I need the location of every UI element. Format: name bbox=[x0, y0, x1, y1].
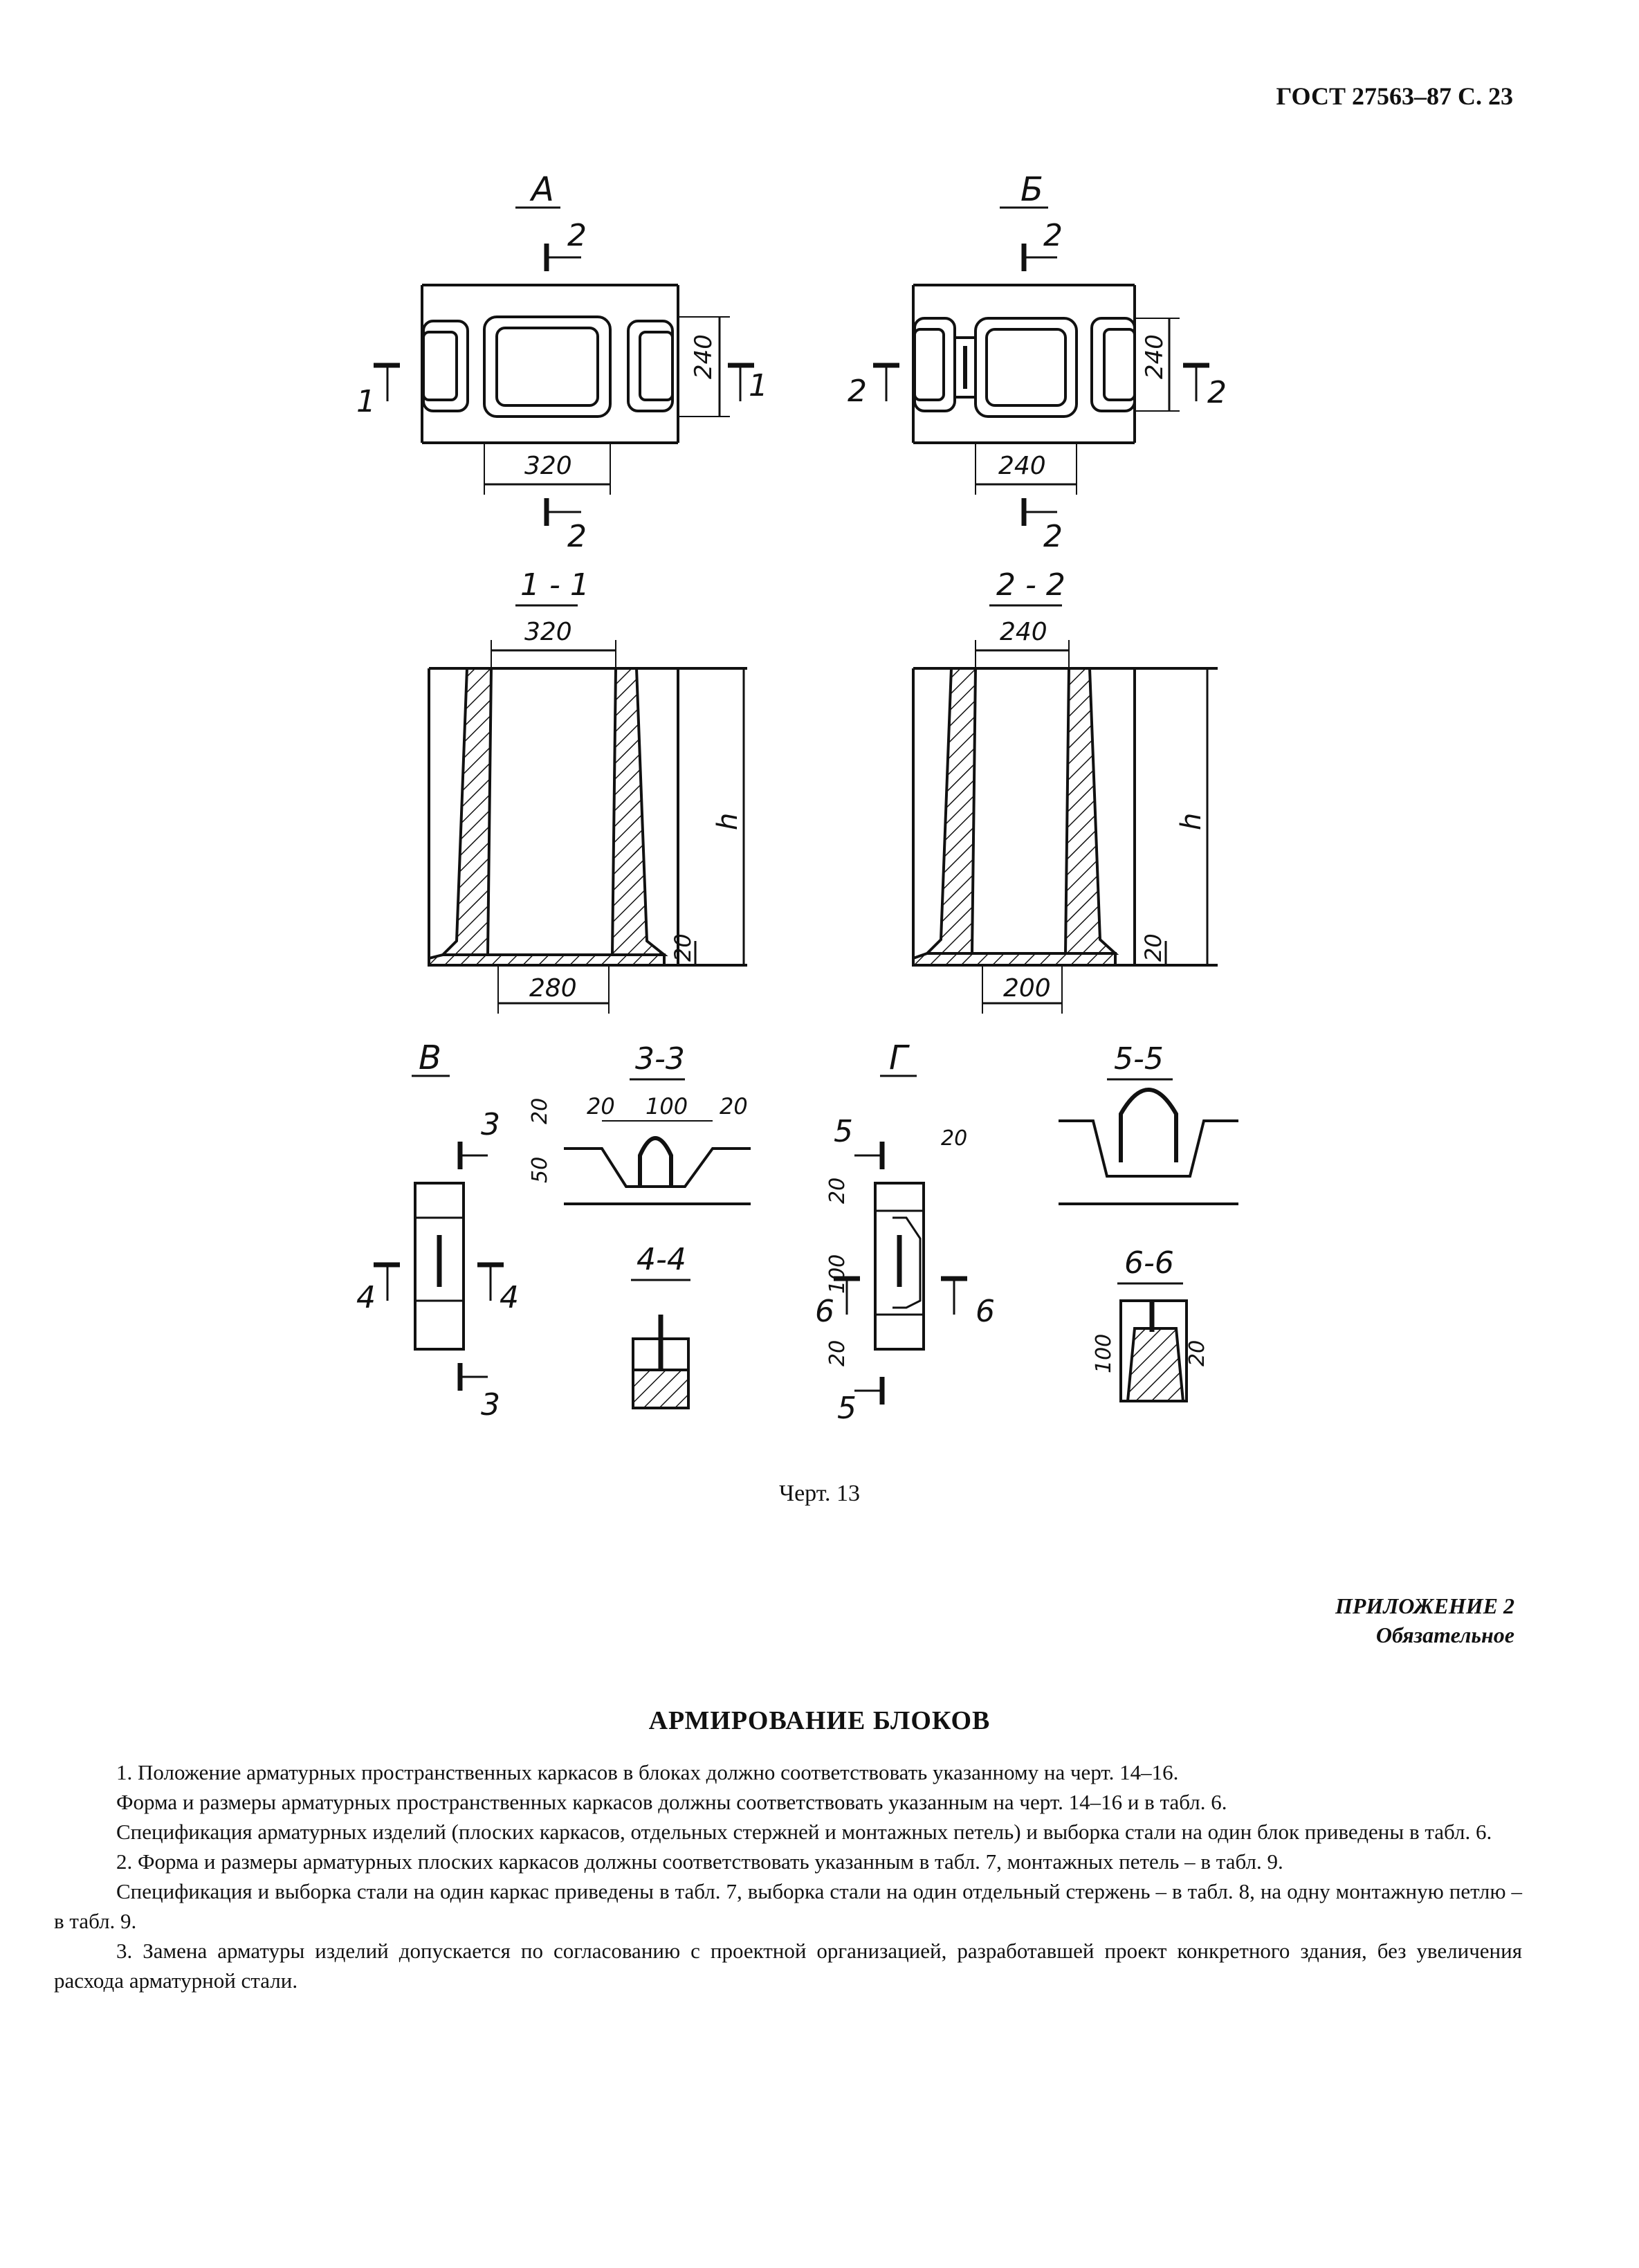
paragraph: Спецификация арматурных изделий (плоских… bbox=[116, 1820, 1492, 1844]
section-2-2-dim-top: 240 bbox=[1000, 618, 1047, 646]
section-2-2-dim-20: 20 bbox=[1140, 933, 1166, 962]
section-3-3-d50: 50 bbox=[528, 1157, 552, 1183]
view-a-plan bbox=[374, 244, 754, 526]
paragraph: 1. Положение арматурных пространственных… bbox=[116, 1760, 1179, 1784]
view-g-cut5-top: 5 bbox=[834, 1114, 853, 1149]
section-6-6-d100: 100 bbox=[1092, 1334, 1116, 1373]
view-b-dim-height: 240 bbox=[1141, 334, 1169, 379]
view-b-title: Б bbox=[1020, 170, 1043, 209]
section-1-1-title: 1 - 1 bbox=[520, 567, 589, 603]
view-a-dim-width: 320 bbox=[524, 452, 572, 480]
paragraph: Спецификация и выборка стали на один кар… bbox=[54, 1879, 1522, 1933]
view-g-d20h: 20 bbox=[941, 1126, 967, 1151]
section-title: АРМИРОВАНИЕ БЛОКОВ bbox=[648, 1706, 991, 1735]
figure-caption: Черт. 13 bbox=[778, 1481, 861, 1506]
view-b-cut-left: 2 bbox=[848, 374, 867, 409]
section-5-5-title: 5-5 bbox=[1114, 1041, 1164, 1077]
view-v bbox=[374, 1142, 504, 1391]
section-2-2-title: 2 - 2 bbox=[996, 567, 1065, 603]
view-v-title: В bbox=[419, 1039, 441, 1077]
view-b-dim-width: 240 bbox=[998, 452, 1046, 480]
section-1-1-dim-bottom: 280 bbox=[529, 974, 577, 1003]
section-6-6-d20: 20 bbox=[1185, 1340, 1209, 1366]
technical-drawing: А 2 2 1 1 320 240 Б 2 2 2 2 240 240 1 - … bbox=[356, 170, 1238, 1426]
page-header: ГОСТ 27563–87 С. 23 bbox=[1276, 82, 1513, 110]
paragraph: Форма и размеры арматурных пространствен… bbox=[116, 1790, 1227, 1814]
section-2-2 bbox=[912, 640, 1218, 1014]
section-3-3-d20b: 20 bbox=[720, 1093, 748, 1119]
body-text: 1. Положение арматурных пространственных… bbox=[54, 1757, 1522, 1995]
section-1-1-dim-20: 20 bbox=[670, 933, 696, 962]
view-b-cut-right: 2 bbox=[1207, 375, 1227, 410]
view-b-plan bbox=[873, 244, 1209, 526]
view-g-d100: 100 bbox=[825, 1254, 850, 1294]
view-v-cut3-top: 3 bbox=[481, 1107, 500, 1142]
view-g-d20a: 20 bbox=[825, 1178, 850, 1204]
section-3-3-title: 3-3 bbox=[635, 1041, 685, 1077]
view-g-cut6-left: 6 bbox=[815, 1294, 834, 1329]
section-3-3-d100: 100 bbox=[645, 1093, 688, 1119]
section-2-2-dim-h: h bbox=[1175, 813, 1207, 830]
view-a-cut2-top: 2 bbox=[567, 218, 587, 253]
view-a-cut2-bottom: 2 bbox=[567, 519, 587, 554]
appendix-status: Обязательное bbox=[1375, 1622, 1514, 1647]
paragraph: 2. Форма и размеры арматурных плоских ка… bbox=[116, 1849, 1283, 1874]
section-1-1 bbox=[428, 640, 747, 1014]
view-g-cut5-bottom: 5 bbox=[837, 1391, 857, 1426]
view-g-d20b: 20 bbox=[825, 1340, 850, 1366]
view-g-title: Г bbox=[889, 1039, 910, 1077]
section-1-1-dim-h: h bbox=[712, 813, 744, 830]
section-2-2-dim-bottom: 200 bbox=[1003, 974, 1051, 1003]
section-4-4-title: 4-4 bbox=[637, 1242, 686, 1277]
appendix-title: ПРИЛОЖЕНИЕ 2 bbox=[1335, 1593, 1514, 1618]
view-b-cut2-top: 2 bbox=[1043, 218, 1063, 253]
section-3-3 bbox=[564, 1120, 751, 1205]
section-1-1-dim-top: 320 bbox=[524, 618, 572, 646]
view-v-cut4-left: 4 bbox=[356, 1280, 376, 1315]
view-v-cut4-right: 4 bbox=[500, 1280, 519, 1315]
section-4-4 bbox=[632, 1315, 690, 1409]
appendix-label: ПРИЛОЖЕНИЕ 2 Обязательное bbox=[1335, 1591, 1514, 1649]
view-v-cut3-bottom: 3 bbox=[481, 1387, 500, 1423]
view-g-cut6-right: 6 bbox=[976, 1294, 995, 1329]
section-6-6 bbox=[1119, 1299, 1188, 1402]
view-a-title: А bbox=[529, 170, 554, 209]
section-5-5 bbox=[1059, 1088, 1238, 1205]
view-a-dim-height: 240 bbox=[690, 334, 717, 379]
view-g bbox=[834, 1142, 967, 1405]
view-a-cut1-right: 1 bbox=[749, 368, 768, 403]
section-3-3-d20v: 20 bbox=[528, 1098, 552, 1124]
view-b-cut2-bottom: 2 bbox=[1043, 519, 1063, 554]
view-a-cut1-left: 1 bbox=[356, 384, 376, 419]
section-6-6-title: 6-6 bbox=[1124, 1245, 1174, 1281]
paragraph: 3. Замена арматуры изделий допускается п… bbox=[54, 1939, 1522, 1993]
section-3-3-d20a: 20 bbox=[587, 1093, 615, 1119]
